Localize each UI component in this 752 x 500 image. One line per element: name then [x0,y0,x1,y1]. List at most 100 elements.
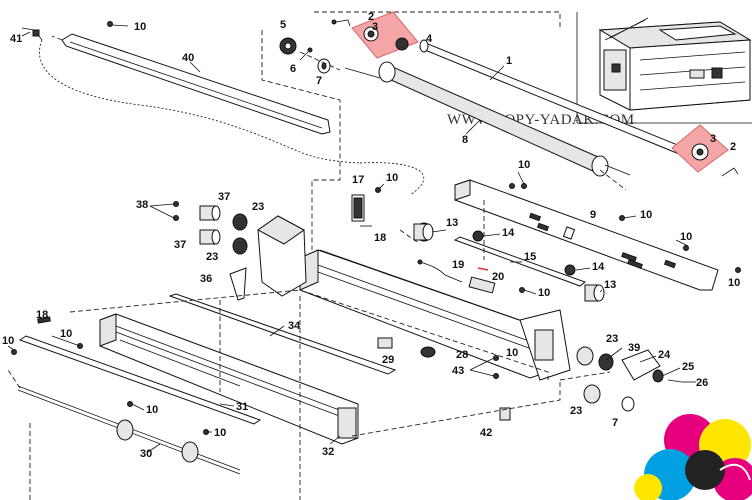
part-29-roller [377,337,436,358]
part-6-pin [299,47,313,61]
part-14-bushing-left [472,230,484,242]
leader-lines [7,24,696,453]
part-7-bushing-top [317,58,331,74]
callout-23: 23 [606,333,618,345]
callout-41: 41 [10,33,22,45]
callout-14: 14 [592,261,605,273]
part-17-plate [351,194,365,222]
callout-20: 20 [492,271,504,283]
callout-1: 1 [506,55,512,67]
callout-36: 36 [200,273,212,285]
part-38-screws [173,201,179,221]
part-19-harness [417,259,463,283]
callout-labels: 1 2 2 3 3 4 5 6 7 7 8 9 10 10 10 10 10 1… [2,11,740,460]
callout-29: 29 [382,354,394,366]
callout-37: 37 [218,191,230,203]
callout-17: 17 [352,174,364,186]
part-23-gear-top [232,213,248,231]
callout-15: 15 [524,251,536,263]
callout-10: 10 [146,404,158,416]
part-43-screws [493,355,499,379]
part-28-frame [299,249,571,381]
part-34-plate [168,293,397,375]
part-15-shaft [453,236,587,287]
callout-14: 14 [502,227,515,239]
part-37-gear-top [199,205,221,221]
part-39-gear [598,353,614,371]
callout-13: 13 [604,279,616,291]
callout-43: 43 [452,365,464,377]
part-2-clip-right [721,167,739,177]
callout-10: 10 [640,209,652,221]
callout-30: 30 [140,448,152,460]
part-14-bushing-right [564,264,576,276]
callout-34: 34 [288,320,301,332]
callout-23: 23 [570,405,582,417]
callout-25: 25 [682,361,694,373]
callout-10: 10 [506,347,518,359]
callout-10: 10 [60,328,72,340]
part-30-roller [17,385,241,475]
screws-misc [11,21,741,435]
part-18-pin-lower [37,316,51,324]
part-5-gear [279,37,297,55]
part-20-sensor [468,267,496,294]
part-32-lower-frame [99,313,359,445]
part-41-connector [21,27,43,41]
callout-18: 18 [36,309,48,321]
part-7-bushing-bottom [621,396,635,412]
callout-3: 3 [372,21,378,33]
part-26-pin [667,379,683,383]
part-2-clip-top [331,19,351,27]
callout-10: 10 [214,427,226,439]
part-40-rail [51,33,331,135]
callout-23: 23 [206,251,218,263]
callout-4: 4 [426,33,433,45]
callout-10: 10 [134,21,146,33]
part-8-roller [344,61,631,177]
part-31-strip [18,335,262,425]
color-logo [634,414,752,500]
part-13-roller-left [413,222,434,242]
callout-23: 23 [252,201,264,213]
callout-32: 32 [322,446,334,458]
callout-10: 10 [728,277,740,289]
callout-10: 10 [386,172,398,184]
part-42-label [499,407,511,421]
callout-26: 26 [696,377,708,389]
part-37-gear-bottom [199,229,221,245]
callout-10: 10 [518,159,530,171]
callout-38: 38 [136,199,148,211]
callout-7: 7 [612,417,618,429]
callout-10: 10 [680,231,692,243]
callout-40: 40 [182,52,194,64]
part-13-roller-right [584,284,605,302]
callout-19: 19 [452,259,464,271]
callout-2: 2 [730,141,736,153]
part-23-gear-bottom [232,237,248,255]
callout-28: 28 [456,349,468,361]
part-24-bracket [621,349,661,381]
callout-31: 31 [236,401,248,413]
part-9-plate [454,179,719,291]
part-23-gear-right-top [576,346,594,366]
callout-8: 8 [462,134,468,146]
callout-10: 10 [538,287,550,299]
callout-5: 5 [280,19,286,31]
part-25-gear [652,369,664,383]
callout-18: 18 [374,232,386,244]
callout-3: 3 [710,133,716,145]
printer-inset [576,12,752,124]
callout-10: 10 [2,335,14,347]
callout-37: 37 [174,239,186,251]
callout-39: 39 [628,342,640,354]
part-23-gear-right-bottom [583,384,601,404]
part-36-bracket [229,267,247,301]
callout-2: 2 [368,11,374,23]
part-bracket-left [257,215,307,297]
callout-24: 24 [658,349,671,361]
callout-9: 9 [590,209,596,221]
callout-6: 6 [290,63,296,75]
callout-7: 7 [316,75,322,87]
